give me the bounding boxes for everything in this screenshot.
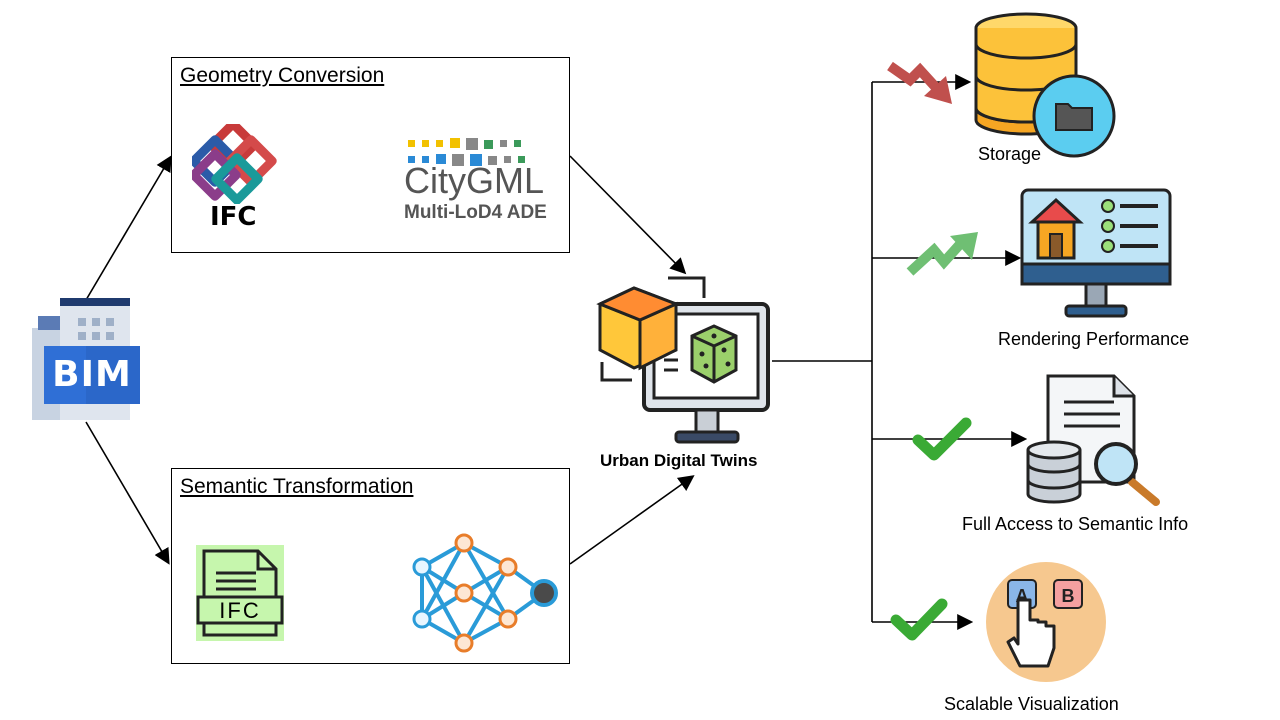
geometry-conversion-box: Geometry Conversion IFC [171, 57, 570, 253]
arrow-geometry-to-twin [569, 155, 687, 275]
monitor-house-icon [1018, 186, 1174, 326]
citygml-squares-icon [408, 138, 525, 166]
checkmark-icon [912, 417, 972, 461]
urban-digital-twins-label: Urban Digital Twins [600, 451, 758, 470]
checkmark-icon [890, 598, 948, 641]
citygml-logo-line1: CityGML [404, 160, 545, 201]
urban-digital-twin-icon [596, 274, 776, 450]
bim-label: BIM [52, 354, 132, 395]
full-access-semantic-label: Full Access to Semantic Info [962, 514, 1189, 534]
neural-network-icon [402, 529, 562, 655]
document-database-search-icon [1024, 372, 1164, 508]
citygml-logo-line2: Multi-LoD4 ADE [404, 202, 547, 223]
semantic-transformation-title: Semantic Transformation [180, 475, 414, 498]
ifc-file-icon: IFC [196, 545, 284, 641]
bim-icon: BIM [30, 298, 142, 420]
ifc-file-label: IFC [219, 598, 261, 623]
arrow-bim-to-semantic [85, 421, 170, 565]
storage-label: Storage [978, 144, 1042, 164]
hand-select-ab-icon: A B [984, 560, 1108, 684]
arrow-semantic-to-twin [569, 475, 695, 565]
semantic-transformation-box: Semantic Transformation IFC [171, 468, 570, 664]
scalable-visualization-label: Scalable Visualization [944, 694, 1119, 714]
decrease-arrow-icon [887, 61, 952, 104]
database-folder-icon [970, 8, 1120, 158]
citygml-logo: CityGML Multi-LoD4 ADE [404, 136, 564, 246]
rendering-performance-label: Rendering Performance [998, 329, 1190, 349]
geometry-conversion-title: Geometry Conversion [180, 64, 385, 87]
increase-arrow-icon [906, 232, 978, 276]
svg-text:B: B [1062, 586, 1075, 606]
ifc-logo-text: IFC [210, 202, 257, 232]
arrows [85, 74, 1028, 630]
arrow-bim-to-geometry [85, 155, 172, 301]
ifc-logo-icon: IFC [189, 119, 282, 234]
